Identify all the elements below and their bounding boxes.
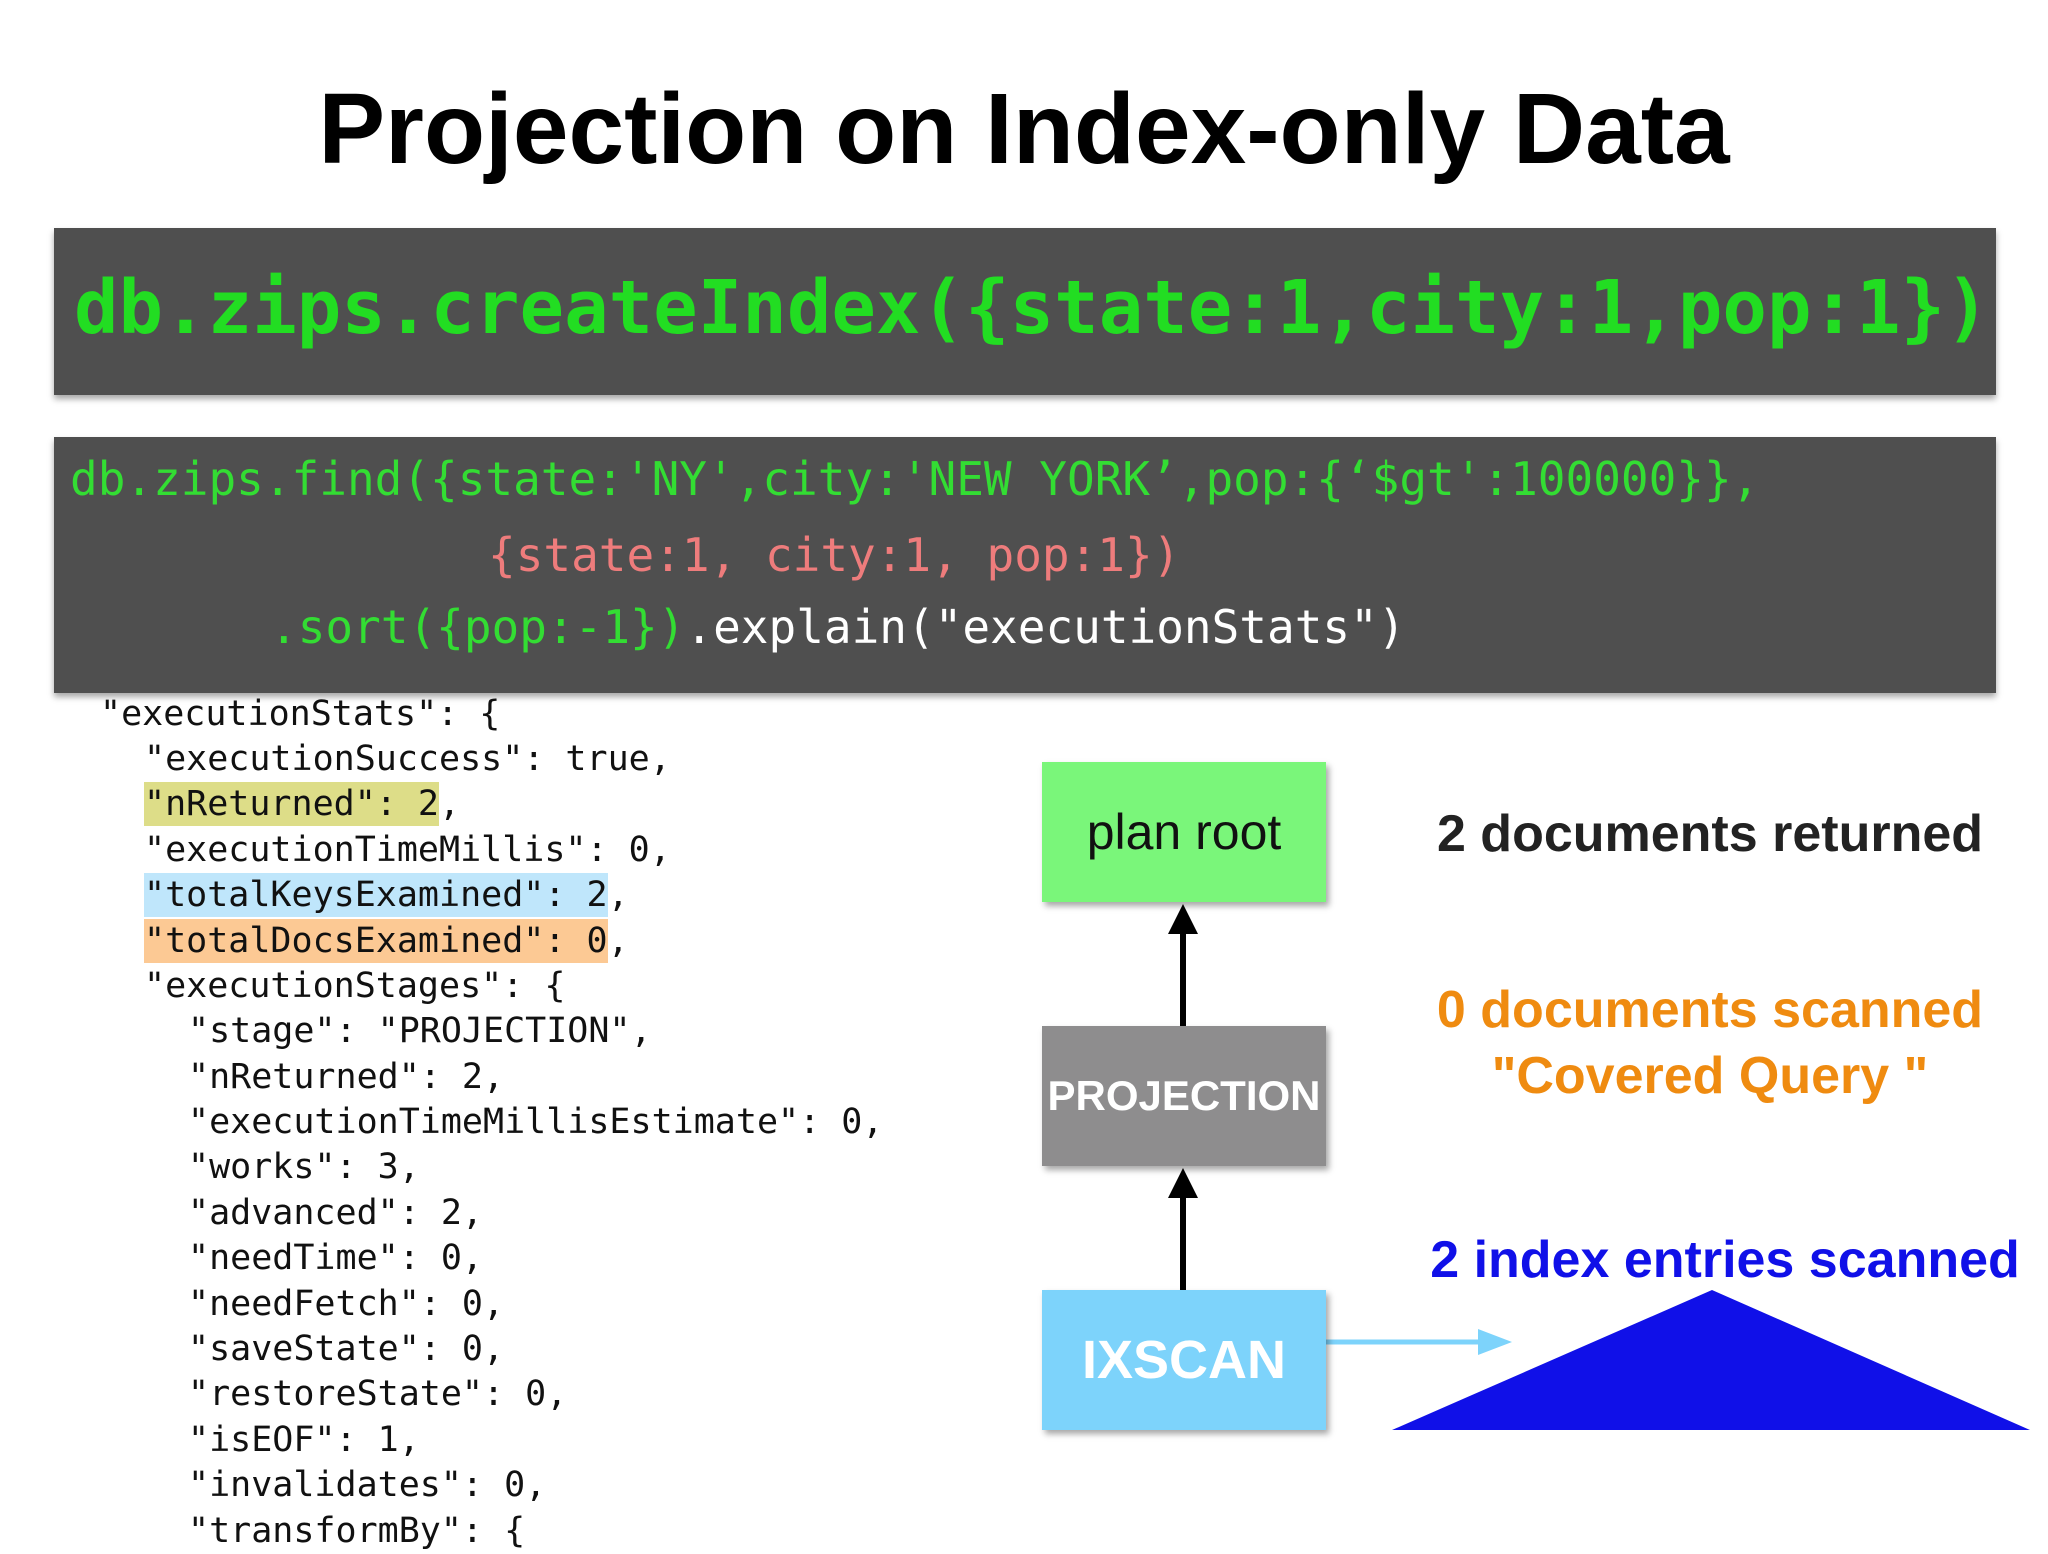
stats-line-need-time: "needTime": 0,	[188, 1238, 484, 1278]
explain-call: .explain("executionStats")	[685, 600, 1406, 654]
stats-line-works: "works": 3,	[188, 1147, 420, 1187]
documents-scanned-note: 0 documents scanned	[1436, 981, 1984, 1039]
find-query-projection: {state:1, city:1, pop:1})	[488, 528, 1181, 582]
arrow-head-root-icon	[1168, 904, 1198, 934]
create-index-code-box: db.zips.createIndex({state:1,city:1,pop:…	[54, 228, 1996, 395]
stats-line-execution-time: "executionTimeMillis": 0,	[144, 830, 671, 870]
total-keys-highlight: "totalKeysExamined": 2	[144, 873, 608, 917]
plan-root-label: plan root	[1086, 804, 1282, 860]
ixscan-node: IXSCAN	[1042, 1290, 1326, 1430]
find-query-code-box: db.zips.find({state:'NY',city:'NEW YORK’…	[54, 437, 1996, 693]
stats-line-is-eof: "isEOF": 1,	[188, 1420, 420, 1460]
documents-returned-note: 2 documents returned	[1436, 805, 1984, 863]
stats-line-execution-stages: "executionStages": {	[144, 966, 566, 1006]
ixscan-label: IXSCAN	[1081, 1330, 1287, 1390]
stats-comma: ,	[607, 921, 629, 961]
arrow-head-projection-icon	[1168, 1168, 1198, 1198]
stats-line-stage-n-returned: "nReturned": 2,	[188, 1057, 505, 1097]
index-entries-note: 2 index entries scanned	[1430, 1231, 2020, 1289]
projection-node: PROJECTION	[1042, 1026, 1326, 1166]
stats-line-advanced: "advanced": 2,	[188, 1193, 484, 1233]
create-index-command: db.zips.createIndex({state:1,city:1,pop:…	[74, 265, 1990, 351]
stats-line-total-docs: "totalDocsExamined": 0,	[144, 919, 629, 964]
stats-line-time-estimate: "executionTimeMillisEstimate": 0,	[188, 1102, 884, 1142]
find-query-line-1: db.zips.find({state:'NY',city:'NEW YORK’…	[70, 452, 1760, 506]
stats-line-n-returned: "nReturned": 2,	[144, 782, 460, 827]
arrow-head-index-icon	[1478, 1329, 1512, 1355]
stats-line-save-state: "saveState": 0,	[188, 1329, 505, 1369]
stats-line-restore-state: "restoreState": 0,	[188, 1374, 568, 1414]
stats-comma: ,	[439, 784, 461, 824]
n-returned-highlight: "nReturned": 2	[144, 782, 440, 826]
projection-label: PROJECTION	[1047, 1072, 1321, 1119]
stats-line-stage: "stage": "PROJECTION",	[188, 1011, 652, 1051]
stats-line-execution-stats: "executionStats": {	[100, 694, 501, 734]
execution-stats-output: "executionStats": { "executionSuccess": …	[0, 692, 960, 1551]
total-docs-highlight: "totalDocsExamined": 0	[144, 919, 608, 963]
find-query-line-3: .sort({pop:-1}).explain("executionStats"…	[270, 597, 1405, 657]
covered-query-note: "Covered Query "	[1491, 1047, 1929, 1105]
stats-line-invalidates: "invalidates": 0,	[188, 1465, 547, 1505]
sort-call: .sort({pop:-1})	[270, 600, 686, 654]
stats-line-need-fetch: "needFetch": 0,	[188, 1284, 505, 1324]
stats-line-total-keys: "totalKeysExamined": 2,	[144, 873, 629, 918]
slide-title: Projection on Index-only Data	[318, 73, 1730, 185]
stats-comma: ,	[607, 875, 629, 915]
stats-line-execution-success: "executionSuccess": true,	[144, 739, 671, 779]
index-tree-icon	[1392, 1290, 2030, 1430]
plan-root-node: plan root	[1042, 762, 1326, 902]
